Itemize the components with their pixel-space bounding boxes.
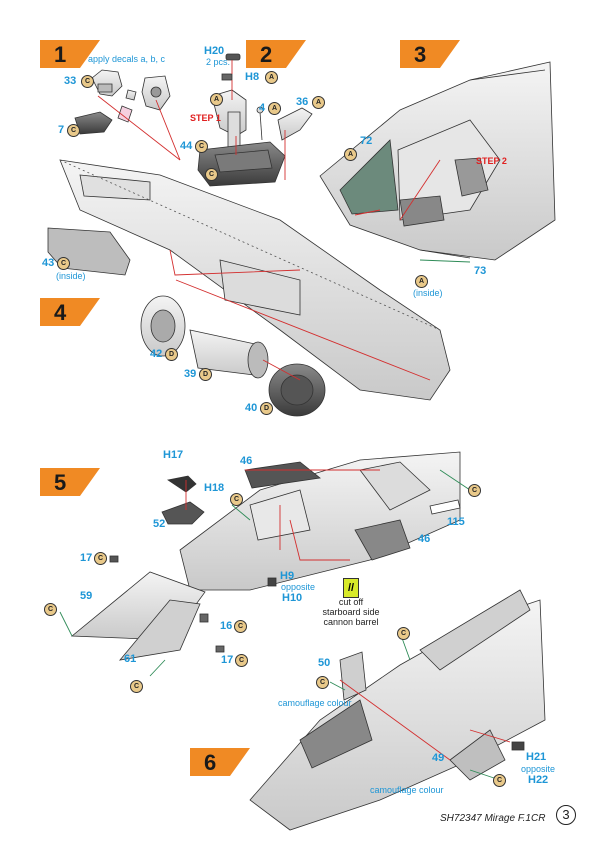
inside-note: (inside) — [413, 288, 443, 298]
part-43-label: 43 — [42, 257, 55, 269]
part-43-inside-note: (inside) — [56, 271, 86, 281]
step-2-number: 2 — [260, 42, 273, 67]
color-c-icon: C — [493, 774, 506, 787]
part-7-label: 7 — [58, 124, 65, 136]
color-a-icon: A — [265, 71, 278, 84]
flag-shape — [190, 748, 250, 776]
step-1-number: 1 — [54, 42, 67, 67]
step-5-number: 5 — [54, 470, 67, 495]
color-c-icon: C — [230, 493, 243, 506]
part-h9-label: H9 — [280, 570, 295, 582]
h9-opposite-note: opposite — [281, 582, 316, 592]
color-c-icon: C — [235, 654, 248, 667]
part-42-label: 42 — [150, 348, 163, 360]
part-40-label: 40 — [245, 402, 258, 414]
step-5-flag: 5 — [40, 468, 100, 496]
part-h22-label: H22 — [528, 774, 549, 786]
part-h8-label: H8 — [245, 71, 260, 83]
sub-step-2: STEP 2 — [476, 156, 507, 166]
color-c-icon: C — [81, 75, 94, 88]
callout-lines — [97, 60, 511, 761]
color-c-icon: C — [234, 620, 247, 633]
pointer-lines — [59, 259, 501, 781]
flag-shape — [40, 468, 100, 496]
page-number: 3 — [556, 805, 576, 825]
part-115-label: 115 — [447, 516, 465, 528]
color-a-icon: A — [210, 93, 223, 106]
part-39-label: 39 — [184, 368, 197, 380]
part-46-lower-label: 46 — [418, 533, 431, 545]
part-33-label: 33 — [64, 75, 77, 87]
part-46-upper-label: 46 — [240, 455, 253, 467]
part-h20-label: H20 — [204, 45, 225, 57]
part-h18-label: H18 — [204, 482, 225, 494]
part-36-label: 36 — [296, 96, 309, 108]
kit-footer: SH72347 Mirage F.1CR — [440, 813, 546, 824]
camouflage-note-2: camouflage colour — [370, 785, 444, 795]
color-d-icon: D — [165, 348, 178, 361]
decal-note: apply decals a, b, c — [88, 54, 166, 64]
cutoff-note: cut off starboard side cannon barrel — [322, 597, 380, 627]
step-3-number: 3 — [414, 42, 427, 67]
part-h21-label: H21 — [526, 751, 547, 763]
color-c-icon: C — [397, 627, 410, 640]
color-c-icon: C — [468, 484, 481, 497]
h21-opposite-note: opposite — [521, 764, 556, 774]
part-44-label: 44 — [180, 140, 193, 152]
forward-fuselage-step3 — [319, 61, 556, 261]
color-d-icon: D — [260, 402, 273, 415]
step-6-flag: 6 — [190, 748, 250, 776]
camouflage-note-1: camouflage colour — [278, 698, 352, 708]
part-59-label: 59 — [80, 590, 93, 602]
h20-quantity: 2 pcs. — [206, 57, 231, 67]
part-72-label: 72 — [360, 135, 373, 147]
part-4-label: 4 — [259, 102, 266, 114]
color-c-icon: C — [94, 552, 107, 565]
step-4-flag: 4 — [40, 298, 100, 326]
part-16-label: 16 — [220, 620, 233, 632]
color-d-icon: D — [199, 368, 212, 381]
color-c-icon: C — [67, 124, 80, 137]
part-17-lower-label: 17 — [221, 654, 234, 666]
sub-step-1: STEP 1 — [190, 113, 221, 123]
step-2-flag: 2 — [246, 40, 306, 68]
step-3-flag: 3 — [400, 40, 460, 68]
color-a-icon: A — [344, 148, 357, 161]
part-61-label: 61 — [124, 653, 137, 665]
color-c-icon: C — [316, 676, 329, 689]
main-fuselage — [47, 159, 451, 401]
flag-shape — [40, 40, 100, 68]
color-c-icon: C — [130, 680, 143, 693]
part-h10-label: H10 — [282, 592, 303, 604]
aircraft-step6 — [249, 589, 546, 831]
color-a-icon: A — [415, 275, 428, 288]
part-h17-label: H17 — [163, 449, 184, 461]
flag-shape — [246, 40, 306, 68]
cutoff-marker: // — [343, 578, 359, 598]
exhaust-parts — [140, 295, 326, 417]
part-17-upper-label: 17 — [80, 552, 93, 564]
color-a-icon: A — [268, 102, 281, 115]
part-73-label: 73 — [474, 265, 487, 277]
step-4-number: 4 — [54, 300, 67, 325]
step-1-flag: 1 — [40, 40, 100, 68]
step-6-number: 6 — [204, 750, 217, 775]
color-c-icon: C — [205, 168, 218, 181]
flag-shape — [400, 40, 460, 68]
color-c-icon: C — [57, 257, 70, 270]
part-49-label: 49 — [432, 752, 445, 764]
color-c-icon: C — [44, 603, 57, 616]
part-52-label: 52 — [153, 518, 166, 530]
color-a-icon: C — [195, 140, 208, 153]
color-a-icon: A — [312, 96, 325, 109]
flag-shape — [40, 298, 100, 326]
part-50-label: 50 — [318, 657, 331, 669]
